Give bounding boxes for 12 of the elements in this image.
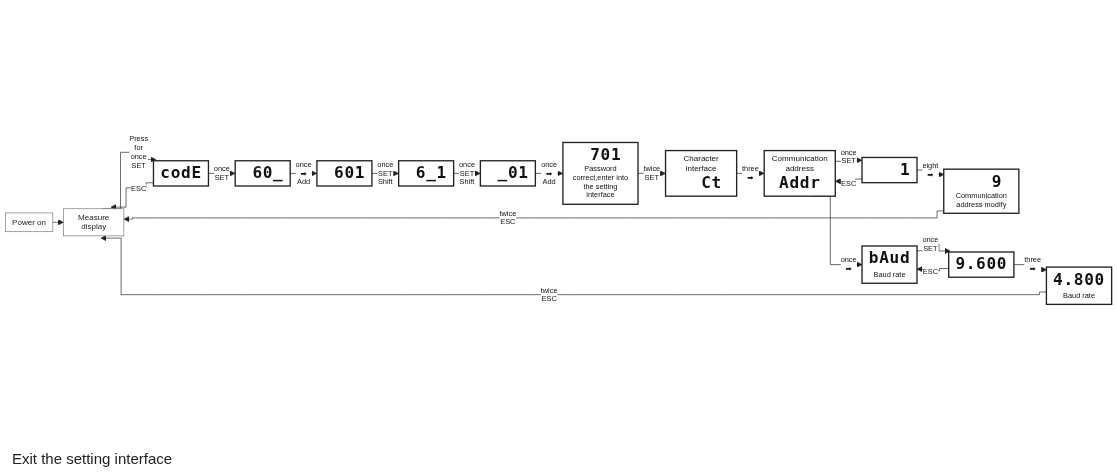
node-box: 1: [861, 156, 918, 184]
node-box: Character interface Ct: [664, 149, 738, 197]
node-box: _01: [479, 160, 537, 187]
node-box: 601: [316, 160, 373, 187]
node-box: Communication address Addr: [763, 149, 836, 197]
node-box: codE: [152, 160, 210, 187]
node-box: Measure display: [63, 208, 125, 237]
node-box: Power on: [5, 212, 54, 233]
node-box: 9.600: [948, 251, 1015, 278]
node-box: 60_: [234, 160, 291, 187]
node-box: 6_1: [397, 160, 455, 187]
note-text: Exit the setting interface: [12, 450, 173, 467]
